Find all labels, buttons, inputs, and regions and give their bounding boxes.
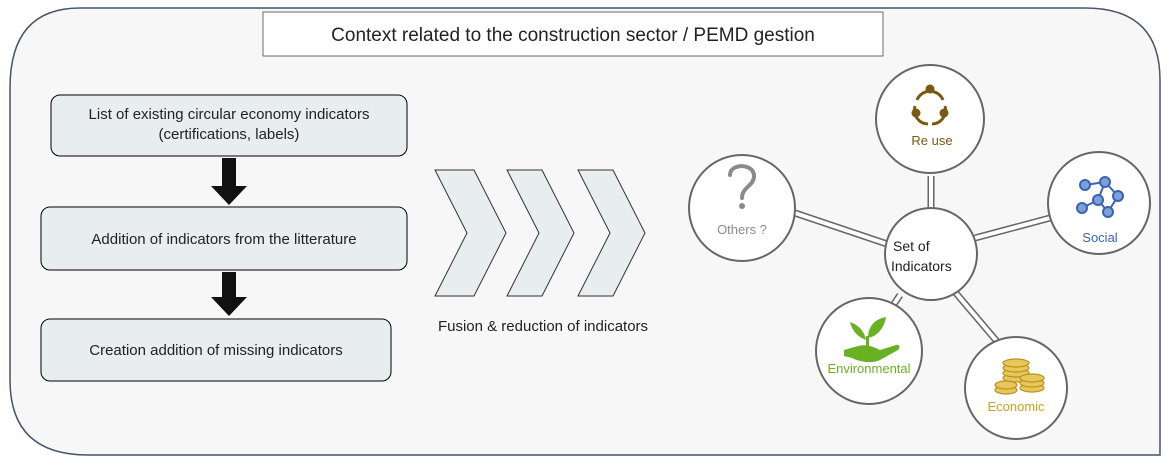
step-label-line: Creation addition of missing indicators — [89, 342, 342, 359]
hub-node: Set of Indicators — [884, 207, 978, 301]
context-title-box — [262, 11, 884, 57]
step-label-line: Addition of indicators from the litterat… — [91, 231, 356, 248]
chevron-icon — [434, 169, 507, 297]
network-molecule-icon — [1076, 176, 1124, 218]
hub-label-line: Set of — [893, 238, 930, 254]
category-node-others: Others ? — [688, 154, 796, 262]
plant-in-hand-icon — [844, 317, 900, 363]
category-label-environmental: Environmental — [827, 361, 910, 376]
context-title: Context related to the construction sect… — [331, 25, 815, 46]
down-arrow-icon — [211, 272, 247, 316]
step-label-line: (certifications, labels) — [159, 126, 300, 143]
fusion-label: Fusion & reduction of indicators — [438, 318, 648, 335]
chevron-icon — [506, 169, 575, 297]
chevron-icon — [577, 169, 646, 297]
hub-label-line: Indicators — [891, 258, 952, 274]
down-arrow-icon — [211, 158, 247, 205]
category-label-reuse: Re use — [911, 133, 952, 148]
step-label-line: List of existing circular economy indica… — [89, 106, 370, 123]
step-box-missing-indicators: Creation addition of missing indicators — [40, 318, 392, 382]
category-label-social: Social — [1082, 230, 1118, 245]
category-label-others: Others ? — [717, 222, 767, 237]
coins-stack-icon — [994, 358, 1045, 395]
step-box-literature-indicators: Addition of indicators from the litterat… — [40, 206, 408, 271]
category-node-reuse: Re use — [875, 64, 985, 174]
category-node-social: Social — [1047, 151, 1151, 255]
step-box-existing-indicators: List of existing circular economy indica… — [50, 94, 408, 157]
category-node-economic: Economic — [964, 336, 1068, 440]
question-mark-icon — [728, 164, 757, 209]
recycle-cycle-icon — [911, 84, 949, 126]
category-node-environmental: Environmental — [815, 297, 923, 405]
fusion-chevrons — [434, 169, 646, 297]
hub-connectors — [793, 176, 1051, 348]
category-label-economic: Economic — [987, 399, 1045, 414]
